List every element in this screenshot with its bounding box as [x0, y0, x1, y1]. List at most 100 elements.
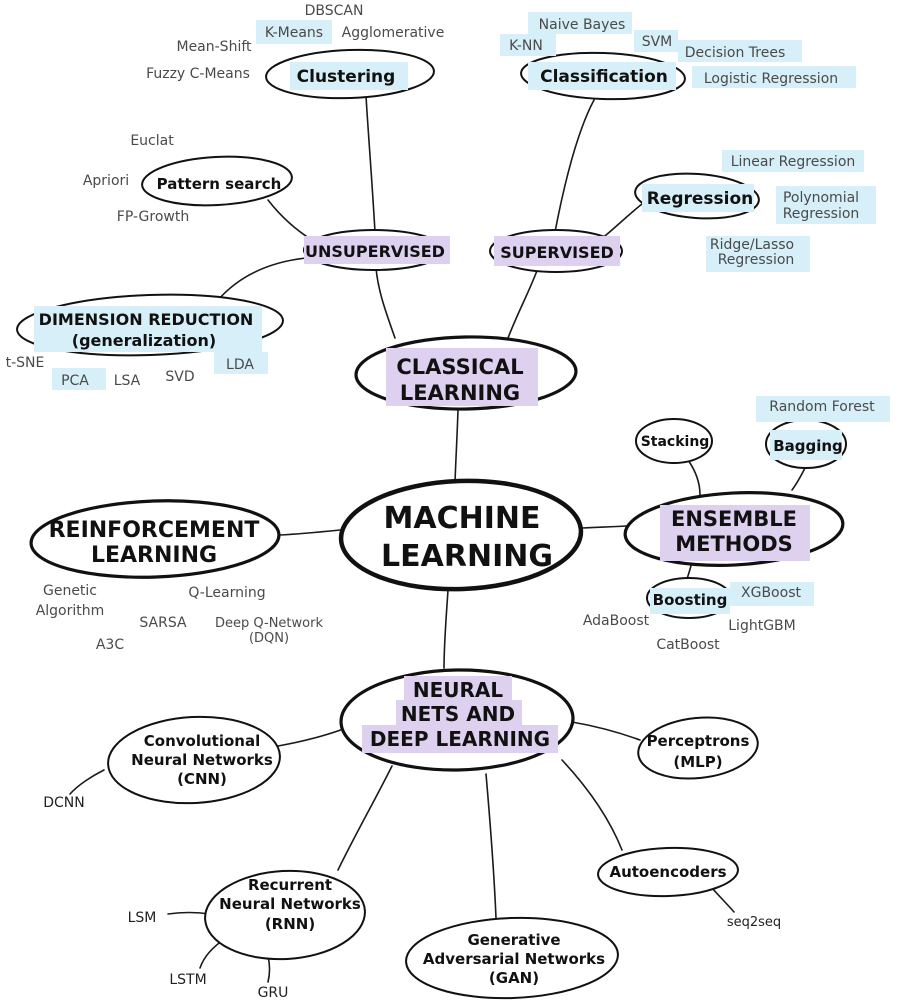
leaf-dcnn: DCNN [43, 795, 85, 811]
edge-autoencoders-seq2seq [711, 887, 735, 913]
edge-neural-rnn [337, 765, 393, 871]
gan-group: Generative Adversarial Networks (GAN) [405, 916, 619, 1000]
xgboost-highlight [730, 582, 814, 606]
rnn-line3: (RNN) [265, 915, 315, 933]
k-means-highlight [256, 20, 332, 44]
edge-unsupervised-dimred [217, 257, 307, 301]
leaf-genetic-algorithm: Algorithm [36, 603, 105, 619]
ensemble-highlight [660, 505, 810, 561]
clustering-group: Clustering DBSCAN K-Means Agglomerative … [146, 3, 445, 100]
leaf-linear-regression: Linear Regression [731, 154, 856, 170]
leaf-ridge-lasso-regression: Regression [718, 252, 795, 268]
perceptrons-group: Perceptrons (MLP) [637, 716, 759, 780]
edge-supervised-classification [554, 99, 595, 233]
reinforcement-group: REINFORCEMENT LEARNING Genetic Algorithm… [29, 499, 323, 653]
leaf-fp-growth: FP-Growth [117, 209, 189, 225]
classification-group: Classification Naive Bayes K-NN SVM Deci… [500, 12, 856, 101]
edge-center-neural [443, 589, 449, 669]
leaf-gru: GRU [258, 985, 289, 1001]
autoencoders-bubble [597, 846, 739, 898]
leaf-euclat: Euclat [130, 133, 174, 149]
leaf-lstm: LSTM [169, 972, 206, 988]
reinforcement-line2: LEARNING [91, 543, 217, 568]
decision-trees-highlight [678, 40, 802, 62]
neural-highlight-1 [404, 676, 512, 702]
reinforcement-line1: REINFORCEMENT [49, 518, 260, 543]
edge-center-ensemble [581, 525, 627, 529]
naive-bayes-highlight [528, 12, 632, 34]
leaf-svd: SVD [165, 369, 194, 385]
cnn-line2: Neural Networks [131, 751, 273, 769]
connectors [69, 95, 807, 983]
machine-learning-bubble [338, 478, 584, 592]
autoencoders-group: Autoencoders seq2seq [597, 846, 781, 930]
leaf-pca: PCA [61, 373, 89, 389]
ensemble-line2: METHODS [675, 532, 793, 556]
edge-ensemble-bagging [791, 465, 807, 491]
leaf-mean-shift: Mean-Shift [176, 39, 252, 55]
cnn-group: Convolutional Neural Networks (CNN) DCNN [43, 715, 281, 811]
edge-classical-unsupervised [375, 267, 396, 339]
leaf-lightgbm: LightGBM [728, 618, 795, 634]
edge-classical-supervised [507, 267, 539, 339]
pca-highlight [52, 368, 106, 390]
lda-highlight [214, 352, 268, 374]
leaf-genetic: Genetic [43, 583, 97, 599]
leaf-deep-q-network: Deep Q-Network [215, 616, 323, 631]
classical-learning-line1: CLASSICAL [396, 355, 523, 379]
clustering-highlight [290, 62, 408, 90]
edge-rnn-lsm [167, 911, 211, 915]
regression-label: Regression [647, 189, 754, 209]
neural-line1: NEURAL [413, 678, 504, 702]
edge-unsupervised-pattern [267, 199, 313, 241]
edge-center-classical [454, 409, 459, 483]
knn-highlight [500, 34, 556, 56]
leaf-agglomerative: Agglomerative [342, 25, 445, 41]
gan-line2: Adversarial Networks [423, 950, 605, 968]
leaf-fuzzy-c-means: Fuzzy C-Means [146, 66, 250, 82]
gan-line1: Generative [467, 931, 560, 949]
rnn-bubble [204, 869, 366, 961]
edge-neural-gan [485, 773, 497, 919]
clustering-label: Clustering [297, 67, 396, 87]
bagging-label: Bagging [773, 437, 843, 455]
leaf-polynomial: Polynomial [783, 190, 859, 206]
boosting-highlight [650, 588, 730, 614]
classification-label: Classification [540, 67, 668, 87]
pattern-search-bubble [141, 155, 293, 207]
classical-learning-line2: LEARNING [400, 381, 520, 405]
cnn-bubble [107, 715, 281, 805]
neural-line3: DEEP LEARNING [370, 727, 550, 751]
stacking-bubble [635, 418, 713, 464]
perceptrons-line2: (MLP) [673, 753, 722, 771]
neural-highlight-2 [396, 700, 522, 726]
classification-highlight [528, 62, 676, 90]
leaf-ridge-lasso: Ridge/Lasso [710, 237, 794, 253]
rnn-line2: Neural Networks [219, 895, 361, 913]
edge-cnn-dcnn [69, 769, 105, 795]
leaf-knn: K-NN [509, 38, 543, 54]
leaf-dbscan: DBSCAN [305, 3, 364, 19]
edge-neural-autoencoders [561, 759, 623, 851]
stacking-label: Stacking [641, 434, 710, 450]
svm-highlight [634, 30, 678, 52]
edge-rnn-gru [267, 955, 271, 983]
leaf-k-means: K-Means [265, 25, 323, 41]
leaf-lda: LDA [226, 357, 254, 373]
leaf-seq2seq: seq2seq [727, 915, 781, 930]
classical-learning-highlight [386, 348, 538, 406]
classical-learning-group: CLASSICAL LEARNING [354, 335, 578, 411]
regression-highlight [642, 184, 754, 212]
leaf-deep-q-network-abbr: (DQN) [249, 631, 289, 646]
regression-group: Regression Linear Regression Polynomial … [634, 150, 876, 272]
cnn-line3: (CNN) [177, 770, 227, 788]
supervised-group: SUPERVISED [489, 229, 623, 273]
supervised-highlight [494, 236, 620, 266]
leaf-apriori: Apriori [83, 173, 129, 189]
perceptrons-bubble [637, 716, 759, 780]
machine-learning-group: MACHINE LEARNING [338, 478, 584, 592]
edge-neural-perceptrons [571, 721, 641, 741]
reinforcement-bubble [29, 499, 281, 579]
dimension-reduction-group: DIMENSION REDUCTION (generalization) t-S… [6, 293, 284, 390]
